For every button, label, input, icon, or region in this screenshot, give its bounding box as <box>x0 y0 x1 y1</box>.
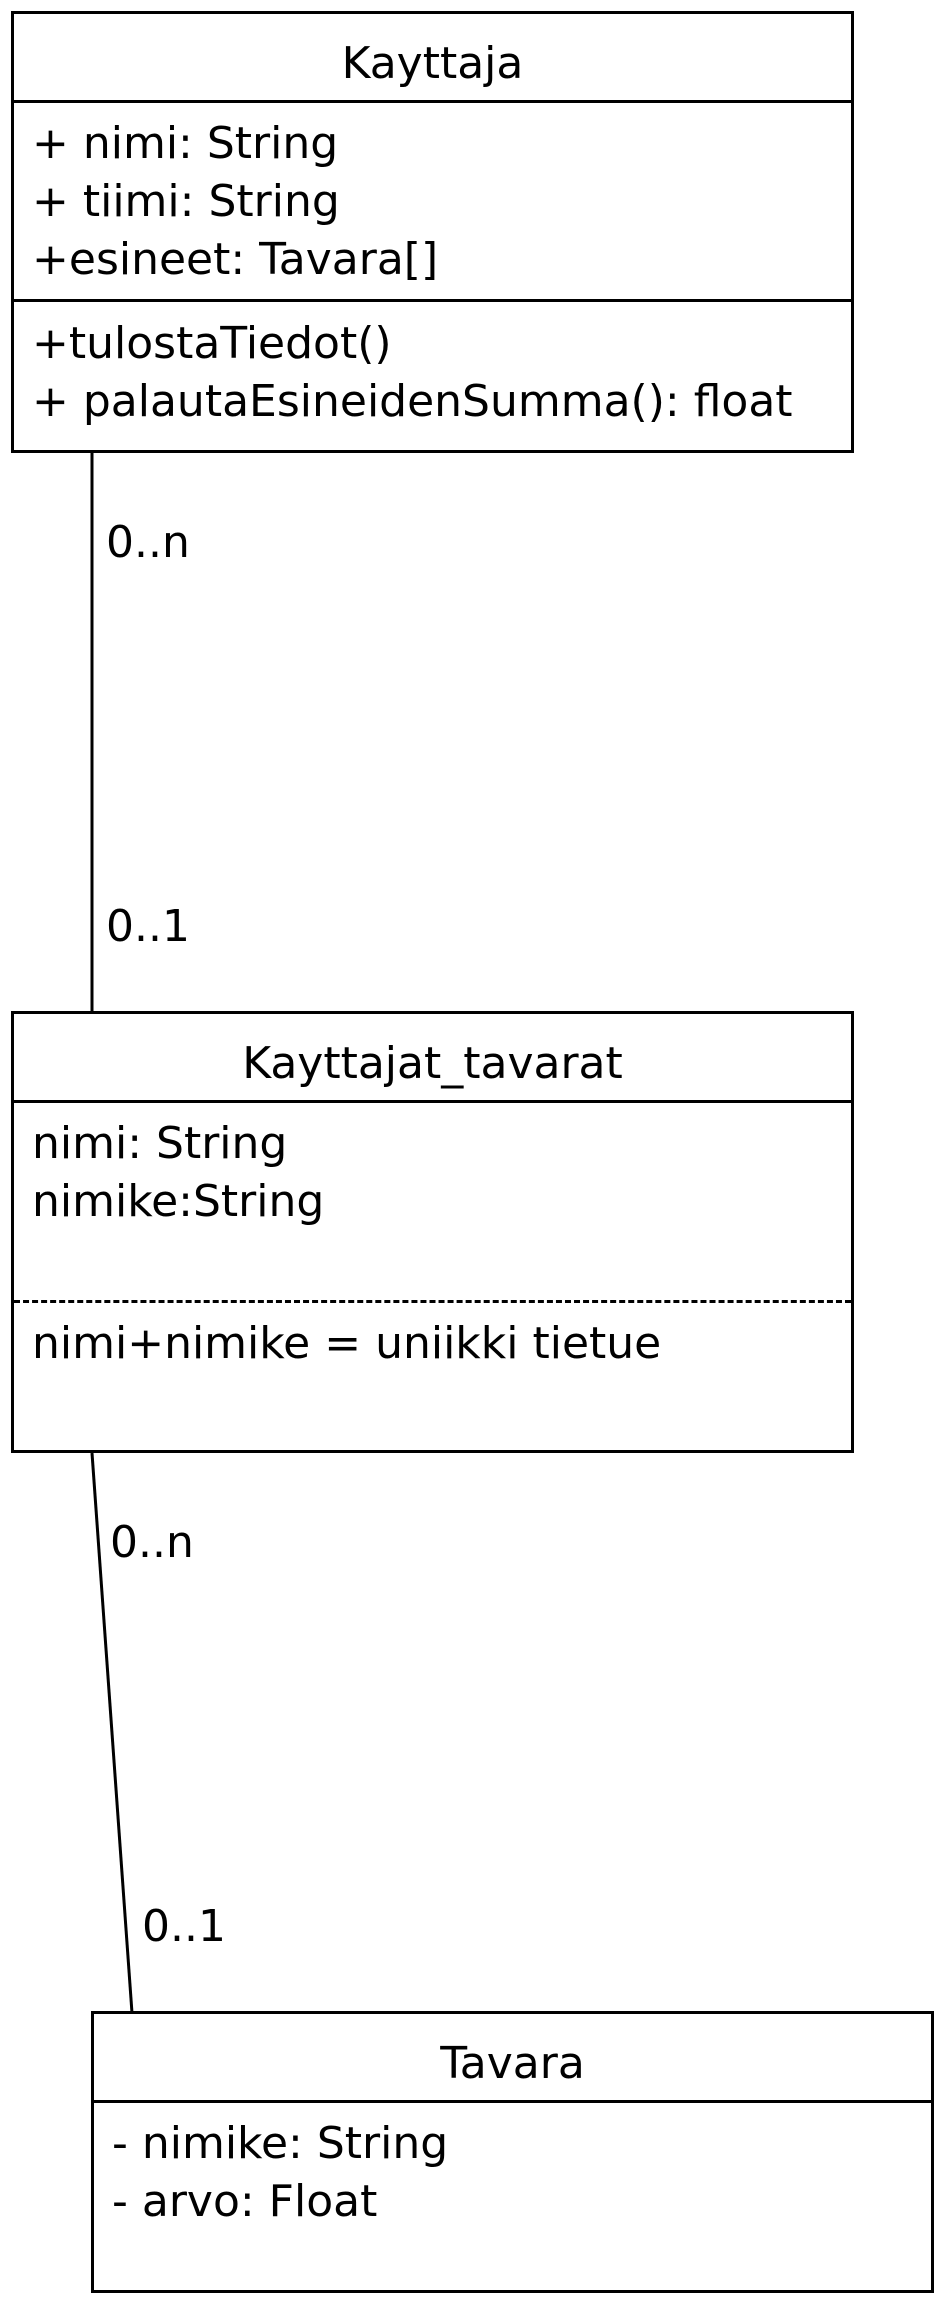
class-kayttajat-tavarat-constraint: nimi+nimike = uniikki tietue <box>32 1318 662 1369</box>
multiplicity-link-upper-side: 0..1 <box>106 901 190 952</box>
class-tavara-header-divider <box>94 2100 931 2103</box>
class-kayttajat-tavarat-constraint-divider <box>14 1300 851 1303</box>
class-kayttaja-header-divider <box>14 100 851 103</box>
class-kayttaja-methods-divider <box>14 299 851 302</box>
class-kayttajat-tavarat: Kayttajat_tavarat nimi: String nimike:St… <box>11 1011 854 1453</box>
association-line-link-tavara <box>90 1452 134 2014</box>
class-tavara-attribute: - arvo: Float <box>112 2176 378 2227</box>
class-kayttaja-attribute: + nimi: String <box>32 118 339 169</box>
multiplicity-tavara-side: 0..1 <box>142 1901 226 1952</box>
multiplicity-kayttaja-side: 0..n <box>106 517 190 568</box>
class-kayttajat-tavarat-name: Kayttajat_tavarat <box>242 1038 623 1089</box>
class-kayttaja: Kayttaja + nimi: String + tiimi: String … <box>11 11 854 453</box>
class-kayttajat-tavarat-header-divider <box>14 1100 851 1103</box>
class-tavara: Tavara - nimike: String - arvo: Float <box>91 2011 934 2293</box>
class-kayttaja-method: + palautaEsineidenSumma(): float <box>32 376 793 427</box>
class-kayttaja-attribute: + tiimi: String <box>32 176 340 227</box>
class-kayttajat-tavarat-attribute: nimike:String <box>32 1176 325 1227</box>
class-kayttaja-attribute: +esineet: Tavara[] <box>32 234 439 285</box>
multiplicity-link-lower-side: 0..n <box>110 1517 194 1568</box>
class-kayttaja-name: Kayttaja <box>341 38 524 89</box>
class-kayttajat-tavarat-attribute: nimi: String <box>32 1118 288 1169</box>
class-kayttaja-method: +tulostaTiedot() <box>32 318 392 369</box>
class-tavara-attribute: - nimike: String <box>112 2118 449 2169</box>
class-tavara-name: Tavara <box>440 2038 585 2089</box>
